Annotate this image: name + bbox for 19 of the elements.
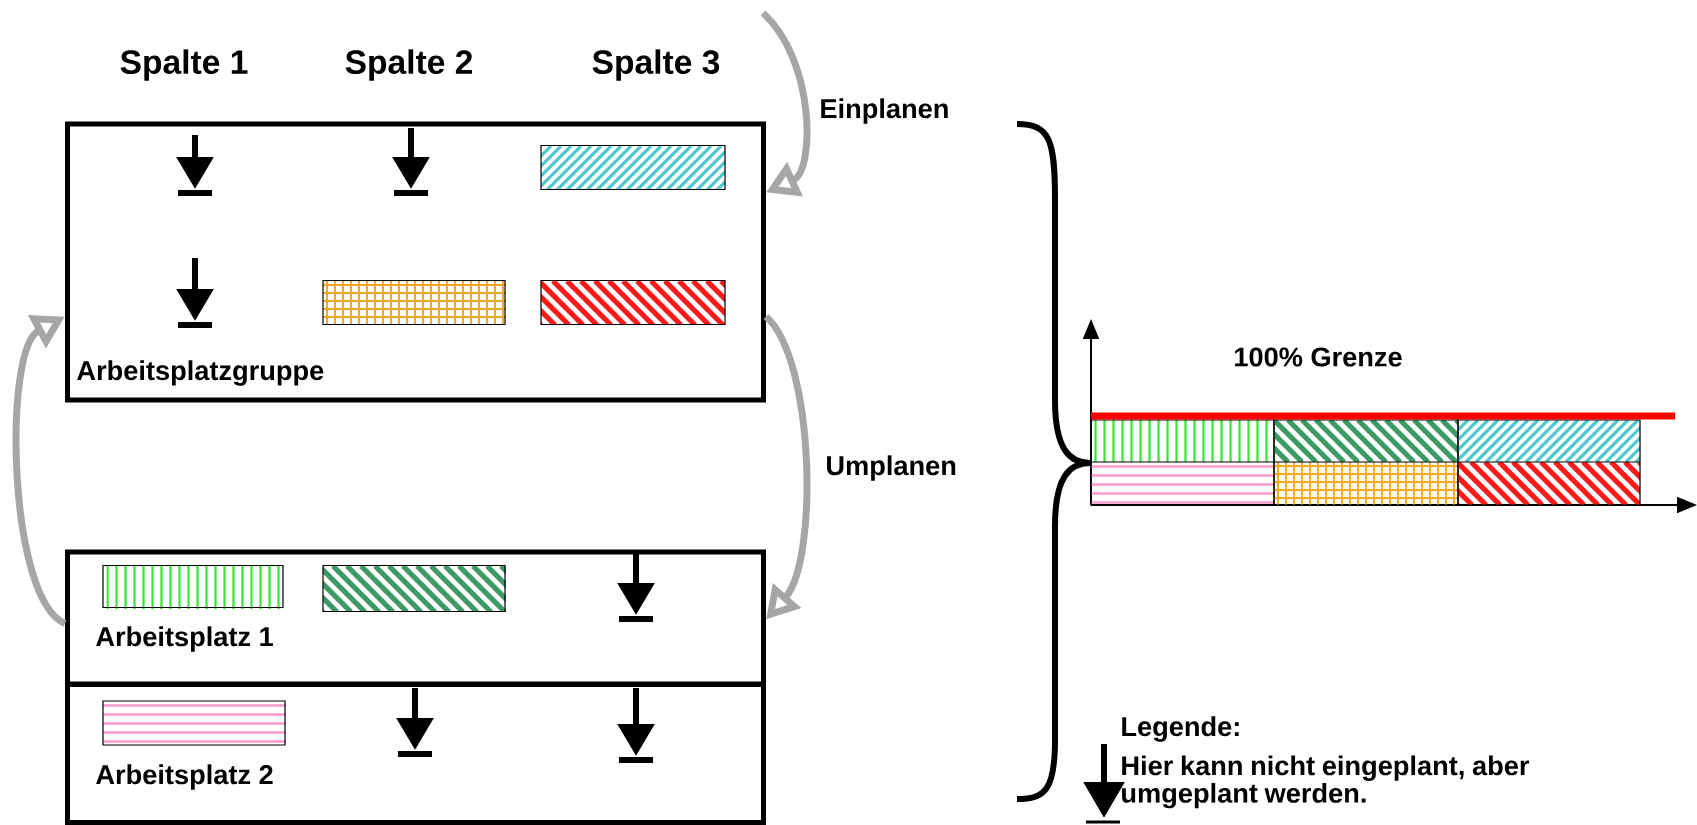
curved-arrow (12, 315, 68, 627)
limit-label: 100% Grenze (1235, 347, 1402, 367)
column-heading: Spalte 3 (592, 49, 720, 81)
hatched-bar (102, 700, 286, 746)
hatched-bar (540, 279, 726, 326)
hatched-bar (322, 279, 506, 326)
legend-text: Hier kann nicht eingeplant, aber umgeplant werden. (1122, 755, 1530, 809)
edge-label: Einplanen (817, 96, 952, 126)
hatched-bar (322, 564, 506, 613)
column-heading: Spalte 2 (345, 49, 473, 81)
workplace-box: Arbeitsplatz 1 (65, 549, 766, 687)
column-heading: Spalte 1 (120, 49, 248, 81)
edge-label: Umplanen (823, 453, 959, 483)
hatched-bar (102, 564, 284, 609)
group-box: Arbeitsplatzgruppe (65, 121, 766, 403)
legend-title: Legende: (1122, 716, 1239, 742)
workplace-box: Arbeitsplatz 2 (65, 682, 766, 825)
hatched-bar (540, 144, 726, 191)
curved-arrow (760, 10, 811, 197)
